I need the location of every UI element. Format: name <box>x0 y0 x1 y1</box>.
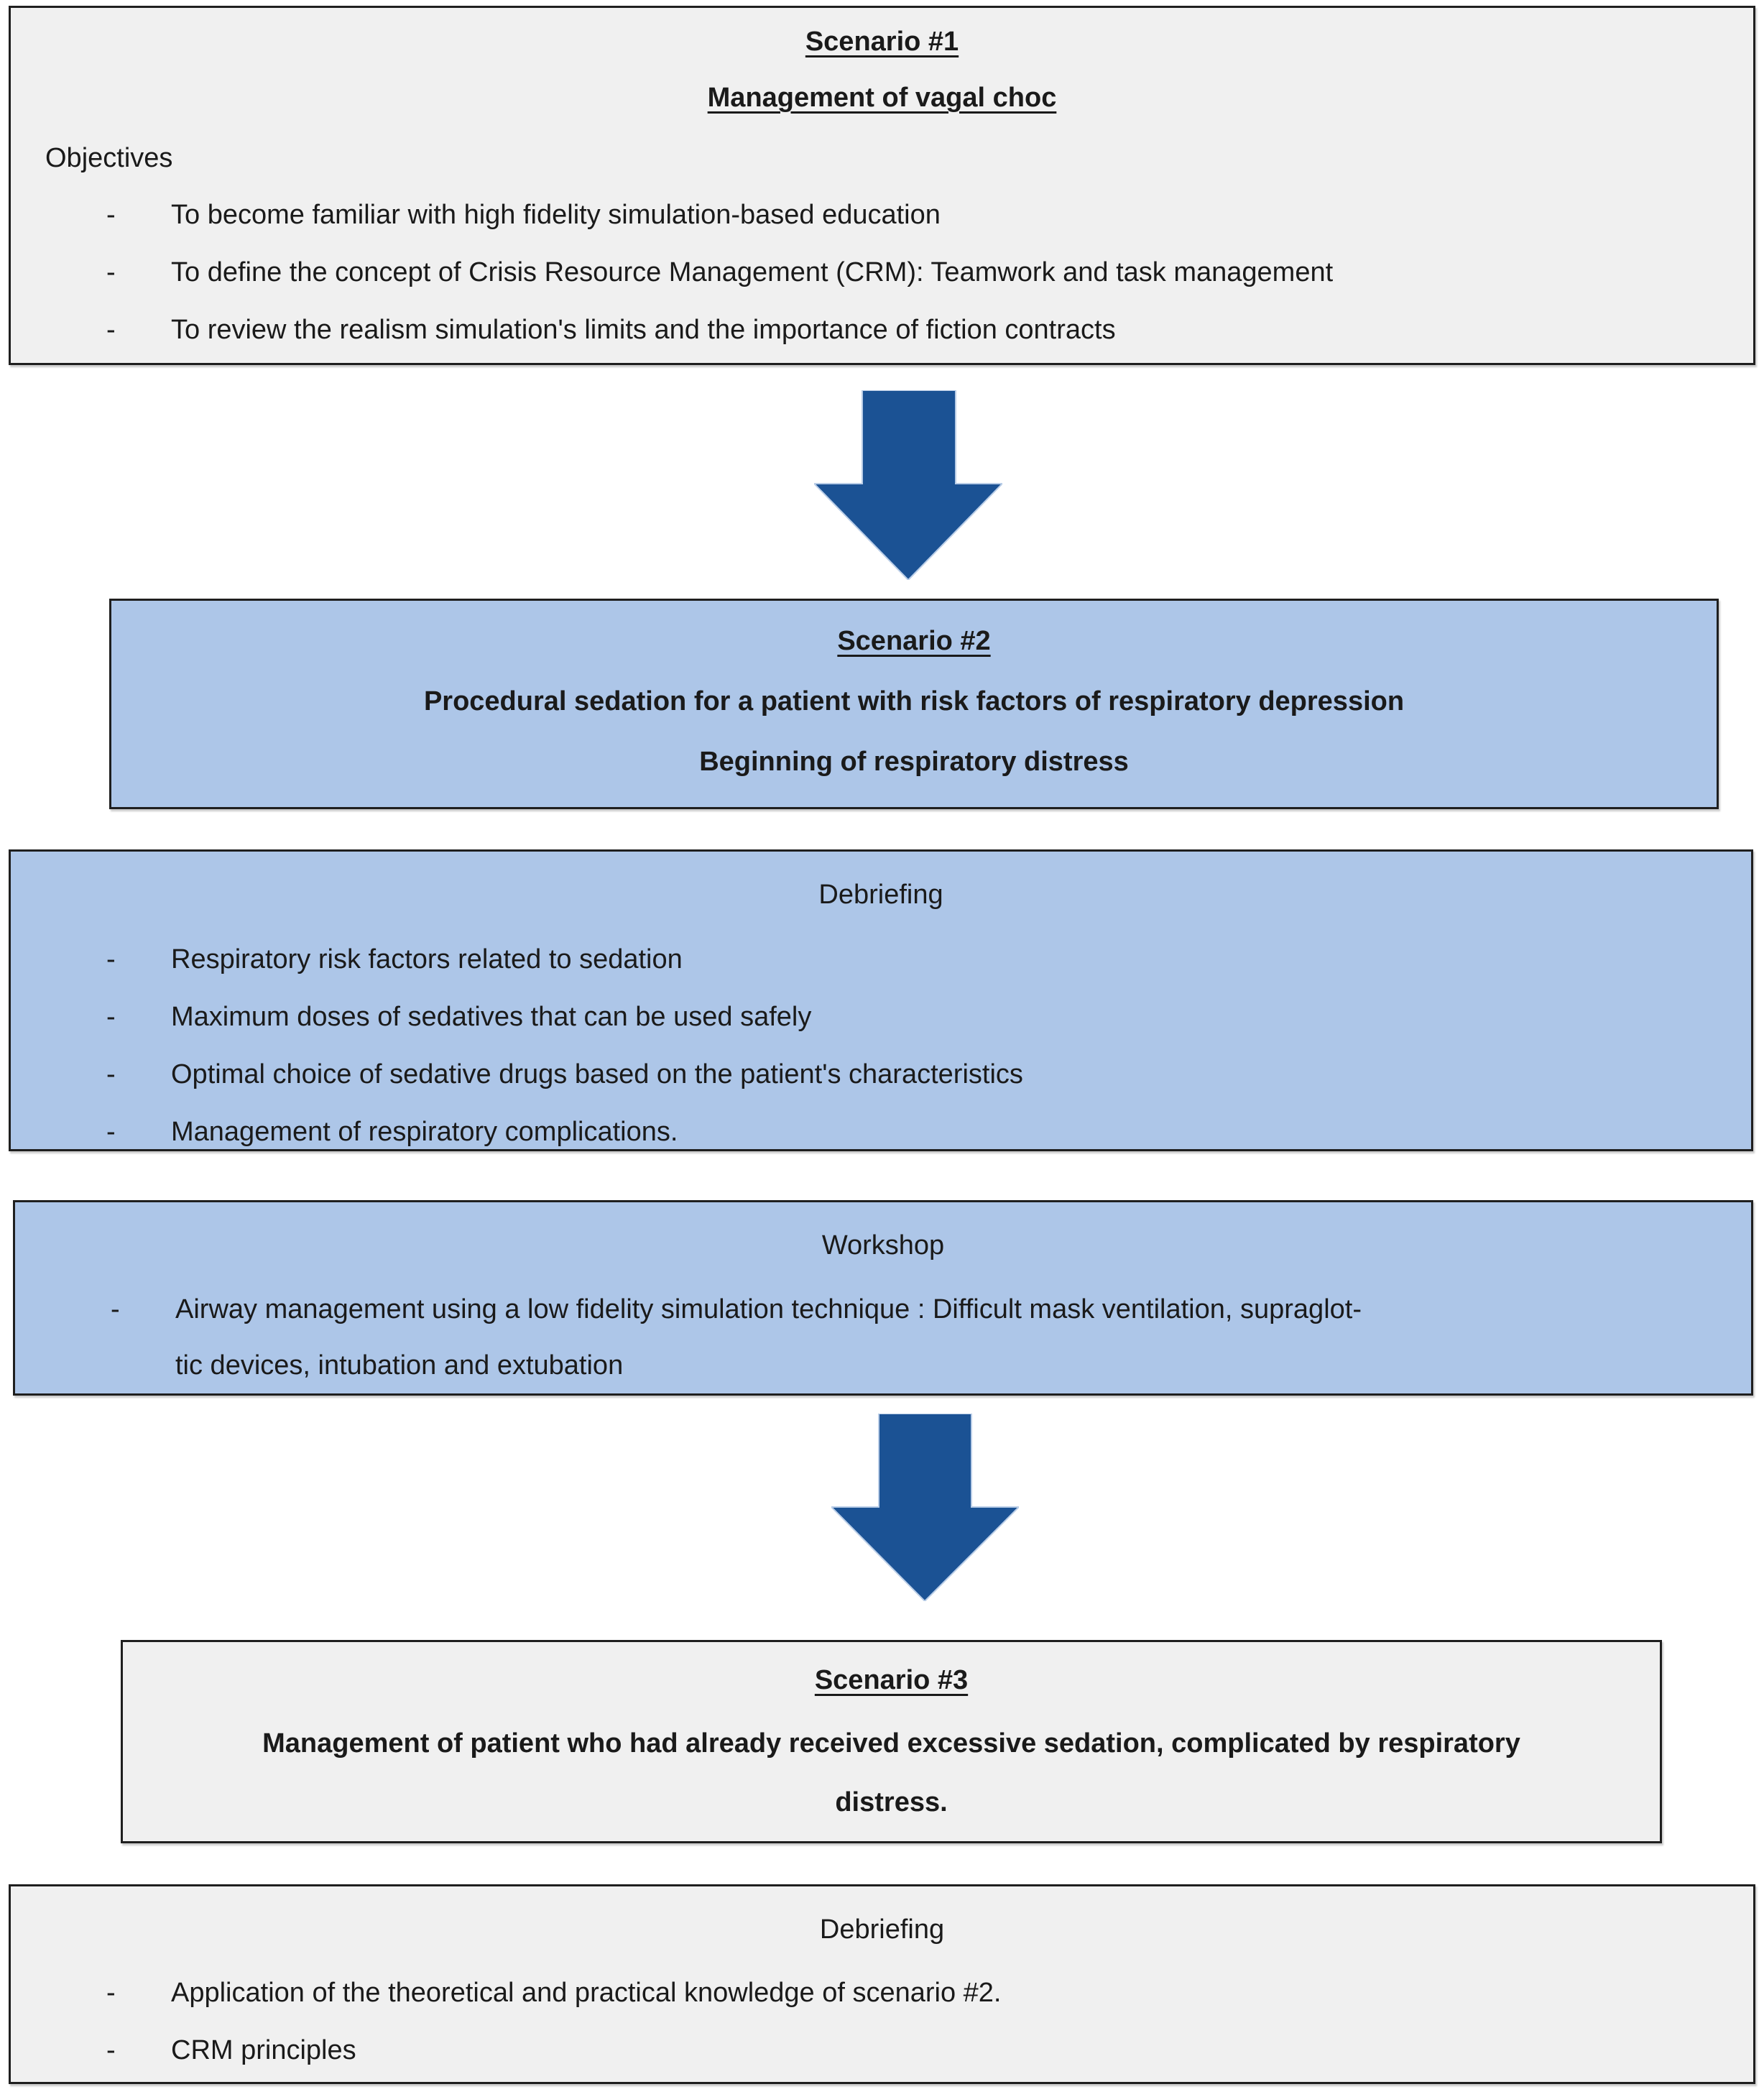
scenario2-title: Scenario #2 <box>837 626 991 656</box>
debriefing1-item: - Optimal choice of sedative drugs based… <box>11 1046 1751 1103</box>
bullet-dash: - <box>106 2035 116 2065</box>
scenario2-content: Scenario #2 Procedural sedation for a pa… <box>111 601 1717 792</box>
box-scenario3: Scenario #3 Management of patient who ha… <box>121 1640 1662 1843</box>
bullet-dash: - <box>111 1294 120 1324</box>
scenario1-title-block: Scenario #1 Management of vagal choc <box>11 8 1753 126</box>
bullet-text: Application of the theoretical and pract… <box>171 1978 1002 2008</box>
debriefing1-title: Debriefing <box>818 880 943 910</box>
debriefing2-item: - Application of the theoretical and pra… <box>11 1964 1753 2022</box>
bullet-dash: - <box>106 1059 116 1089</box>
scenario1-title: Scenario #1 <box>805 27 959 57</box>
bullet-dash: - <box>106 1117 116 1147</box>
scenario2-line2: Beginning of respiratory distress <box>699 747 1129 777</box>
box-debriefing1: Debriefing - Respiratory risk factors re… <box>9 849 1753 1151</box>
scenario2-line1: Procedural sedation for a patient with r… <box>423 686 1405 716</box>
objectives-label: Objectives <box>45 143 173 173</box>
bullet-dash: - <box>106 944 116 974</box>
debriefing2-list: - Application of the theoretical and pra… <box>11 1964 1753 2079</box>
bullet-dash: - <box>106 1002 116 1032</box>
bullet-text: Respiratory risk factors related to seda… <box>171 944 683 974</box>
bullet-dash: - <box>106 1978 116 2008</box>
objective-item: - To become familiar with high fidelity … <box>11 186 1753 244</box>
debriefing1-list: - Respiratory risk factors related to se… <box>11 931 1751 1149</box>
down-arrow-icon <box>814 390 1002 580</box>
bullet-text: Management of respiratory complications. <box>171 1117 678 1147</box>
workshop-item: - Airway management using a low fidelity… <box>15 1281 1751 1393</box>
bullet-dash: - <box>106 200 116 230</box>
workshop-title: Workshop <box>821 1230 945 1260</box>
debriefing2-title: Debriefing <box>819 1914 945 1945</box>
box-scenario2: Scenario #2 Procedural sedation for a pa… <box>109 599 1719 809</box>
scenario1-subtitle: Management of vagal choc <box>707 83 1057 113</box>
bullet-text: Optimal choice of sedative drugs based o… <box>171 1059 1023 1089</box>
objective-item: - To review the realism simulation's lim… <box>11 301 1753 359</box>
debriefing1-item: - Maximum doses of sedatives that can be… <box>11 988 1751 1046</box>
objectives-list: - To become familiar with high fidelity … <box>11 186 1753 359</box>
bullet-text: To become familiar with high fidelity si… <box>171 200 941 230</box>
bullet-text: To define the concept of Crisis Resource… <box>171 257 1334 287</box>
box-scenario1: Scenario #1 Management of vagal choc Obj… <box>9 6 1755 365</box>
objective-item: - To define the concept of Crisis Resour… <box>11 244 1753 301</box>
debriefing2-item: - CRM principles <box>11 2022 1753 2079</box>
debriefing1-item: - Respiratory risk factors related to se… <box>11 931 1751 988</box>
scenario3-description: Management of patient who had already re… <box>262 1728 1520 1817</box>
box-workshop: Workshop - Airway management using a low… <box>13 1200 1753 1396</box>
bullet-text: Maximum doses of sedatives that can be u… <box>171 1002 812 1032</box>
bullet-dash: - <box>106 257 116 287</box>
bullet-text: To review the realism simulation's limit… <box>171 315 1116 345</box>
down-arrow-icon <box>831 1414 1019 1601</box>
bullet-text: Airway management using a low fidelity s… <box>175 1294 1362 1381</box>
workshop-list: - Airway management using a low fidelity… <box>15 1281 1751 1393</box>
box-debriefing2: Debriefing - Application of the theoreti… <box>9 1884 1755 2084</box>
bullet-text: CRM principles <box>171 2035 356 2065</box>
scenario3-content: Scenario #3 Management of patient who ha… <box>123 1642 1660 1832</box>
debriefing1-item: - Management of respiratory complication… <box>11 1103 1751 1149</box>
scenario3-title: Scenario #3 <box>814 1665 969 1695</box>
bullet-dash: - <box>106 315 116 345</box>
